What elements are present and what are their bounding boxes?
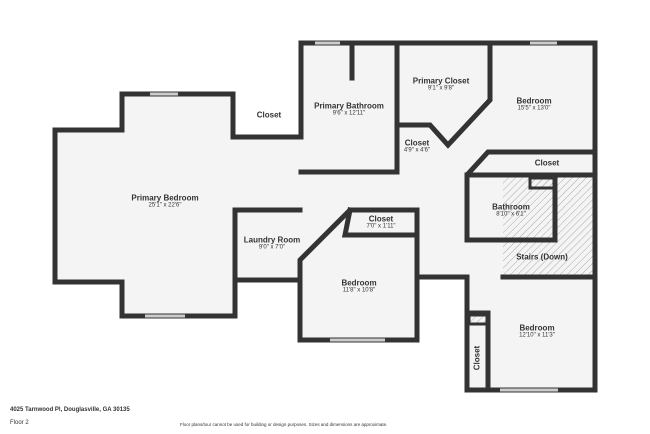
- room-dims: 12'10" x 11'3": [519, 332, 555, 339]
- room-name: Bedroom: [519, 323, 555, 333]
- room-dims: 11'8" x 10'8": [342, 287, 376, 294]
- windows: [145, 41, 558, 392]
- room-name: Primary Bathroom: [314, 101, 384, 111]
- room-name: Stairs (Down): [516, 252, 568, 262]
- room-name: Closet: [472, 345, 482, 371]
- stairs-hatch: [503, 175, 595, 277]
- room-dims: 9'0" x 7'0": [258, 244, 286, 251]
- room-name: Primary Bedroom: [131, 193, 199, 203]
- disclaimer: Floor plans/tour cannot be used for buil…: [180, 422, 388, 427]
- room-dims: 4'9" x 4'6": [403, 147, 431, 154]
- shaft-hatch: [467, 313, 489, 326]
- room-closet: Closet: [473, 346, 482, 370]
- room-name: Closet: [256, 110, 282, 120]
- room-closet: Closet: [535, 159, 559, 168]
- room-name: Closet: [534, 158, 560, 168]
- room-dims: 8'10" x 6'1": [496, 211, 526, 218]
- room-closet: Closet: [257, 111, 281, 120]
- walls: [52, 40, 598, 393]
- room-dims: 9'1" x 9'8": [427, 85, 455, 92]
- room-name: Closet: [368, 214, 394, 224]
- room-name: Closet: [404, 138, 430, 148]
- room-stairs: Stairs (Down): [516, 253, 568, 262]
- room-dims: 7'0" x 1'11": [366, 223, 396, 230]
- shaft-hatch: [528, 176, 557, 190]
- room-dims: 9'6" x 12'11": [332, 110, 366, 117]
- room-name: Bedroom: [341, 278, 377, 288]
- room-dims: 25'1" x 22'6": [148, 202, 182, 209]
- floor-label: Floor 2: [10, 420, 29, 426]
- room-name: Primary Closet: [412, 76, 470, 86]
- room-dims: 15'5" x 13'0": [517, 105, 551, 112]
- room-name: Laundry Room: [243, 235, 301, 245]
- room-name: Bedroom: [516, 96, 552, 106]
- address: 4025 Tarnwood Pl, Douglasville, GA 30135: [10, 407, 130, 413]
- room-name: Bathroom: [492, 202, 530, 212]
